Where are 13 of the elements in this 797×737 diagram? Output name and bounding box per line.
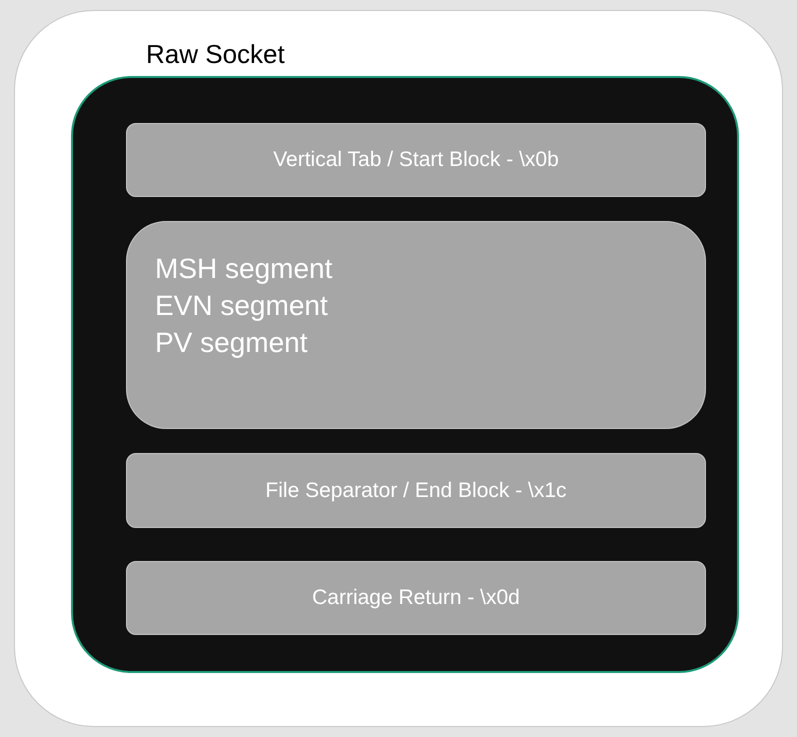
block-text: Carriage Return - \x0d [312, 585, 520, 612]
block-box [126, 123, 706, 197]
block-box [126, 221, 706, 429]
block-text: Vertical Tab / Start Block - \x0b [273, 147, 559, 174]
block-box [126, 453, 706, 528]
block-text: File Separator / End Block - \x1c [265, 478, 567, 504]
container-box [71, 76, 739, 673]
panel-heading: Raw Socket [146, 39, 285, 69]
block-text: MSH segment [155, 252, 334, 286]
block-box [126, 561, 706, 635]
block-text: EVN segment [155, 288, 329, 323]
outer-panel [14, 10, 783, 727]
block-text: PV segment [155, 326, 309, 360]
